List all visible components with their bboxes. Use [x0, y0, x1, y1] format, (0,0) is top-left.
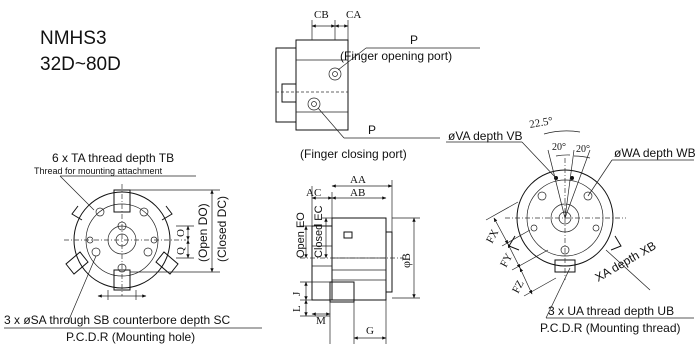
ab-label: AB [350, 187, 365, 199]
open-eo-label: Open EO [295, 212, 307, 258]
wa-depth-label: øWA depth WB [614, 146, 696, 160]
phib-label: φB [399, 253, 413, 268]
ac-label: AC [306, 187, 321, 199]
m-label: M [316, 315, 326, 327]
closed-dc-label: (Closed DC) [215, 196, 229, 262]
va-depth-label: øVA depth VB [448, 129, 523, 143]
closed-ec-label: Closed EC [313, 205, 325, 258]
o-label: O [175, 229, 187, 237]
fx-label: FX [484, 227, 501, 245]
ta-thread-note: Thread for mounting attachment [34, 166, 163, 176]
side-view [300, 180, 420, 344]
closing-port-label: (Finger closing port) [300, 147, 407, 161]
fy-label: FY [498, 251, 515, 269]
aa-label: AA [350, 174, 366, 186]
angle-22-5-label: 22.5° [528, 115, 553, 131]
l-label: L [291, 305, 303, 312]
front-view [59, 175, 220, 323]
angle-20-label-1: 20° [552, 142, 566, 153]
ca-label: CA [346, 9, 361, 21]
open-do-label: (Open DO) [196, 203, 210, 262]
cb-label: CB [314, 9, 329, 21]
ta-thread-label: 6 x TA thread depth TB [52, 151, 174, 165]
opening-port-label: (Finger opening port) [340, 49, 452, 63]
rear-view [446, 130, 694, 319]
ua-thread-label: 3 x UA thread depth UB [548, 304, 674, 318]
port-view [275, 20, 480, 139]
pcd-hole-label: P.C.D.R (Mounting hole) [66, 330, 195, 344]
g-label: G [366, 325, 374, 337]
size-range: 32D~80D [40, 54, 121, 75]
fz-label: FZ [510, 278, 527, 295]
model-title: NMHS3 [40, 28, 107, 49]
p-label-opening: P [410, 33, 418, 47]
angle-20-label-2: 20° [576, 144, 590, 155]
xa-depth-label: XA depth XB [593, 238, 659, 284]
j-label: J [291, 291, 303, 296]
pcd-thread-label: P.C.D.R (Mounting thread) [540, 321, 681, 335]
q-label: Q [175, 247, 187, 255]
p-label-closing: P [368, 123, 376, 137]
sa-counterbore-label: 3 x øSA through SB counterbore depth SC [4, 313, 230, 327]
